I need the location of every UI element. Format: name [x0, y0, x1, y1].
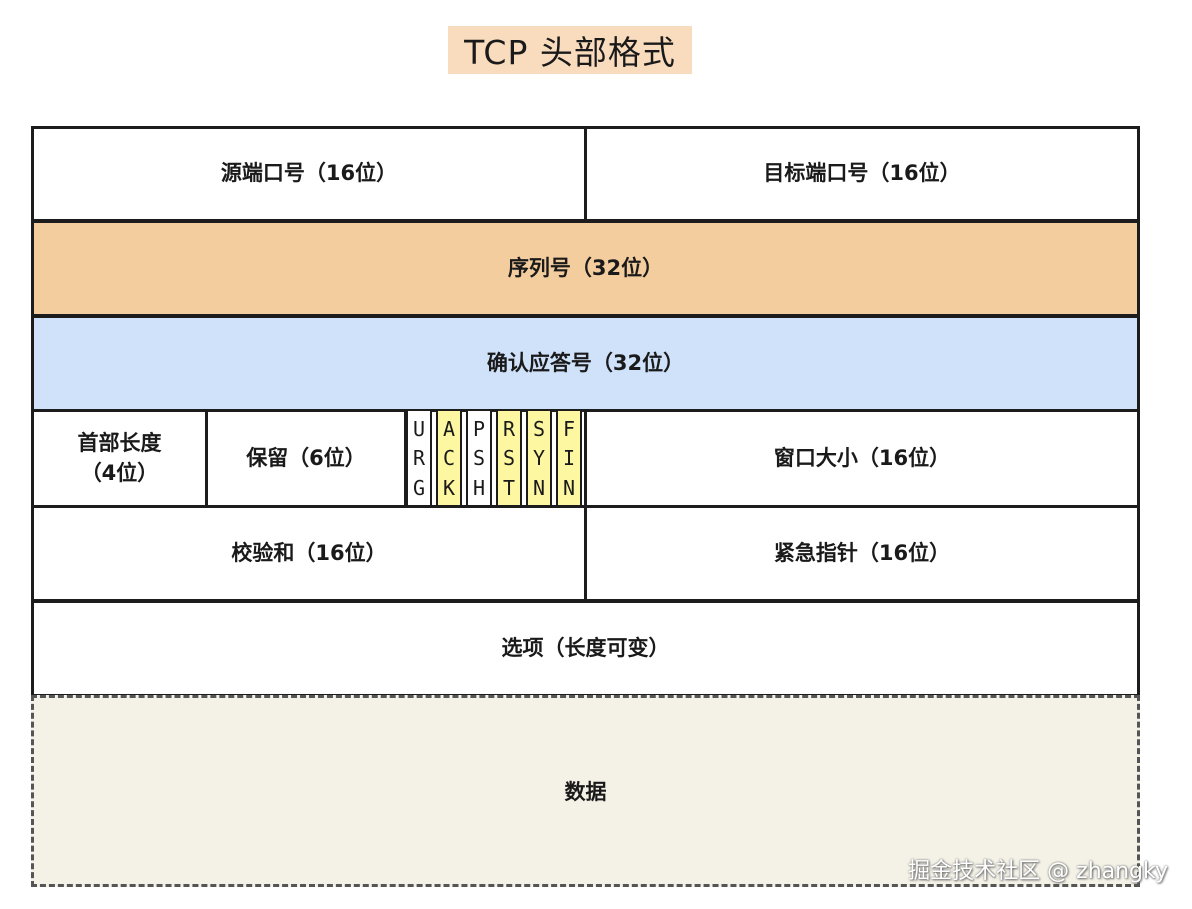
header-length-line-1: 首部长度 [77, 431, 162, 456]
source-port-label: 源端口号（16位） [220, 161, 398, 186]
header-length-cell: 首部长度 （4位） [31, 409, 208, 508]
flag-ack: A C K [436, 411, 462, 506]
flag-letter: S [532, 416, 546, 441]
sequence-number-label: 序列号（32位） [507, 255, 664, 280]
data-label: 数据 [564, 780, 607, 804]
reserved-cell: 保留（6位） [205, 409, 407, 508]
ack-number-label: 确认应答号（32位） [486, 350, 685, 375]
title-highlight: TCP 头部格式 [448, 26, 692, 74]
flag-rst: R S T [496, 411, 522, 506]
checksum-cell: 校验和（16位） [31, 505, 587, 602]
flag-letter: G [412, 476, 426, 501]
diagram-title: TCP 头部格式 [464, 33, 676, 72]
flag-letter: U [412, 416, 426, 441]
flag-letter: S [502, 446, 516, 471]
urgent-pointer-cell: 紧急指针（16位） [584, 505, 1140, 602]
flag-letter: F [562, 416, 576, 441]
flag-letter: T [502, 476, 516, 501]
flag-letter: R [412, 446, 426, 471]
dest-port-label: 目标端口号（16位） [763, 161, 961, 186]
flag-letter: N [532, 476, 546, 501]
window-size-label: 窗口大小（16位） [773, 445, 951, 470]
options-label: 选项（长度可变） [501, 635, 670, 660]
flag-psh: P S H [466, 411, 492, 506]
sequence-number-cell: 序列号（32位） [31, 220, 1140, 317]
header-length-line-2: （4位） [80, 460, 159, 485]
watermark: 掘金技术社区 @ zhangky [908, 859, 1168, 884]
window-size-cell: 窗口大小（16位） [584, 409, 1140, 508]
flag-letter: K [442, 476, 456, 501]
data-area: 数据 [31, 695, 1140, 887]
flag-letter: R [502, 416, 516, 441]
options-cell: 选项（长度可变） [31, 600, 1140, 697]
urgent-pointer-label: 紧急指针（16位） [773, 540, 951, 565]
flag-letter: Y [532, 446, 546, 471]
flag-letter: C [442, 446, 456, 471]
source-port-cell: 源端口号（16位） [31, 126, 587, 222]
flag-letter: H [472, 476, 486, 501]
flag-syn: S Y N [526, 411, 552, 506]
dest-port-cell: 目标端口号（16位） [584, 126, 1140, 222]
ack-number-cell: 确认应答号（32位） [31, 315, 1140, 412]
flag-letter: A [442, 416, 456, 441]
flag-letter: S [472, 446, 486, 471]
flag-fin: F I N [556, 411, 582, 506]
reserved-label: 保留（6位） [246, 445, 366, 470]
flag-letter: P [472, 416, 486, 441]
flag-letter: I [562, 446, 576, 471]
flag-urg: U R G [406, 411, 432, 506]
flag-letter: N [562, 476, 576, 501]
checksum-label: 校验和（16位） [231, 540, 387, 565]
